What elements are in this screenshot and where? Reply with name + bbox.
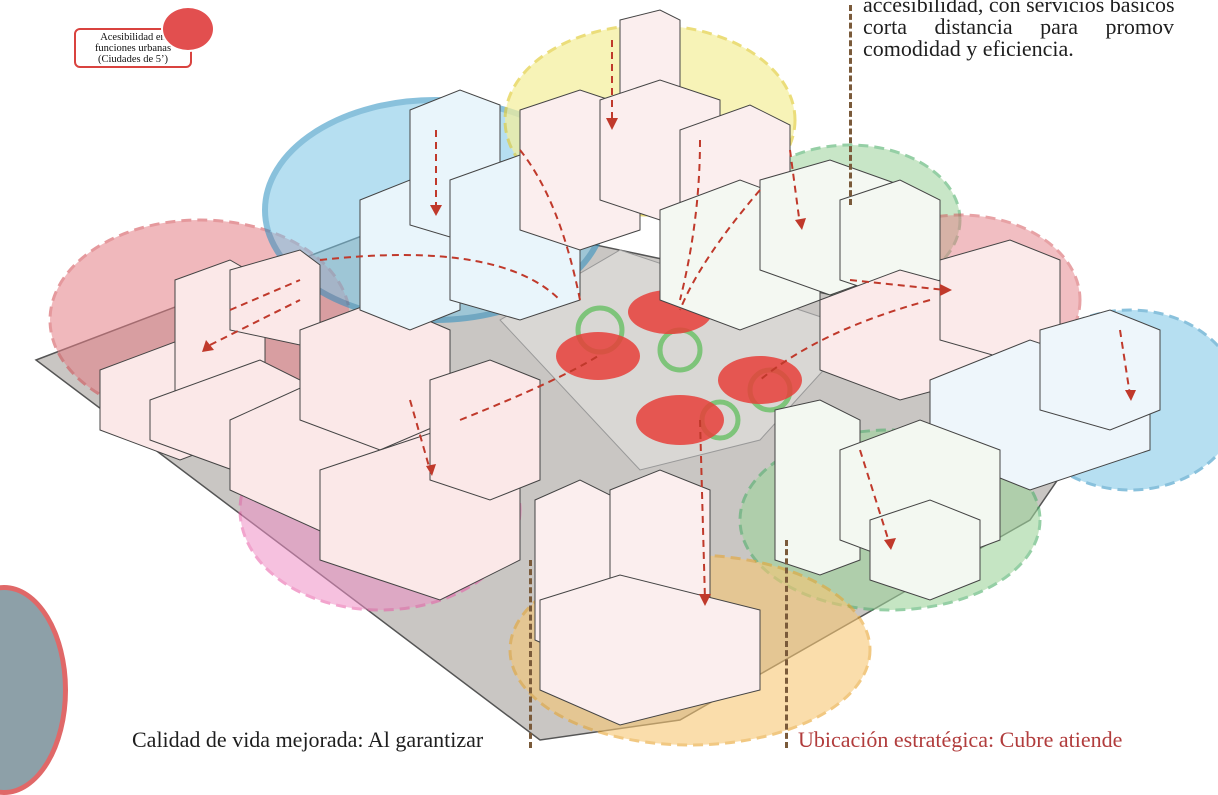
building-cluster-south (534, 469, 761, 726)
building-cluster-south-east (774, 399, 1001, 601)
leader-line-top (849, 5, 852, 205)
badge-line-1: Acesibilidad en (100, 32, 166, 43)
annotation-bottom-left: Calidad de vida mejorada: Al garantizar (132, 727, 484, 752)
activity-zone (718, 356, 802, 404)
activity-zone (556, 332, 640, 380)
annotation-top-line-1: accesibilidad, con servicios básicos (863, 0, 1175, 17)
leader-line-bottom-left (529, 560, 532, 748)
accessibility-badge: Acesibilidad en funciones urbanas (Ciuda… (74, 6, 215, 68)
leader-line-bottom-right (785, 540, 788, 748)
building-cluster-south-west (229, 299, 541, 601)
badge-line-2: funciones urbanas (94, 43, 172, 54)
urban-diagram (34, 9, 1218, 747)
annotation-top-line-3: comodidad y eficiencia. (863, 36, 1074, 61)
building-cluster-north-east (659, 159, 941, 331)
annotation-top: accesibilidad, con servicios básicos cor… (863, 0, 1218, 60)
arrow-heads (202, 118, 1136, 606)
annotation-bottom-right: Ubicación estratégica: Cubre atiende (798, 727, 1123, 752)
connection-paths (209, 40, 1131, 601)
activity-zone (636, 395, 724, 445)
annotation-top-line-2: corta distancia para promov (863, 14, 1174, 39)
badge-line-3: (Ciudades de 5’) (98, 54, 168, 65)
badge-circle-icon (161, 6, 215, 52)
